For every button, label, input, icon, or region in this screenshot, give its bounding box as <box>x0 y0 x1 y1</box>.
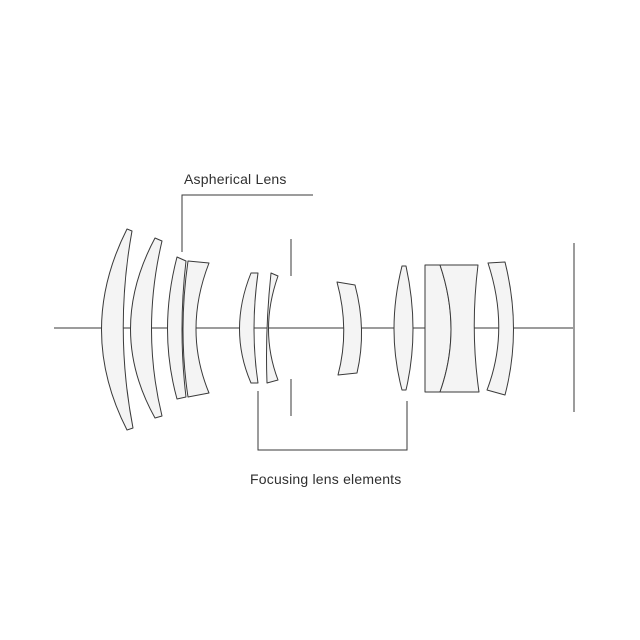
focusing-bracket <box>257 391 408 451</box>
focusing-elements-label: Focusing lens elements <box>250 471 402 487</box>
lens-element-10 <box>439 264 480 393</box>
lens-element-1 <box>101 228 134 431</box>
aspherical-lens-label: Aspherical Lens <box>184 171 287 187</box>
aspherical-leader-line <box>181 194 313 252</box>
lens-element-4 <box>182 260 210 398</box>
lens-element-7 <box>336 281 362 376</box>
lens-element-2 <box>130 237 163 419</box>
focusing-lens-element-1 <box>239 272 259 384</box>
lens-element-11 <box>486 261 514 396</box>
focusing-lens-element-2 <box>266 272 279 384</box>
focusing-lens-element-3 <box>393 265 414 391</box>
aspherical-lens-element <box>167 256 187 400</box>
